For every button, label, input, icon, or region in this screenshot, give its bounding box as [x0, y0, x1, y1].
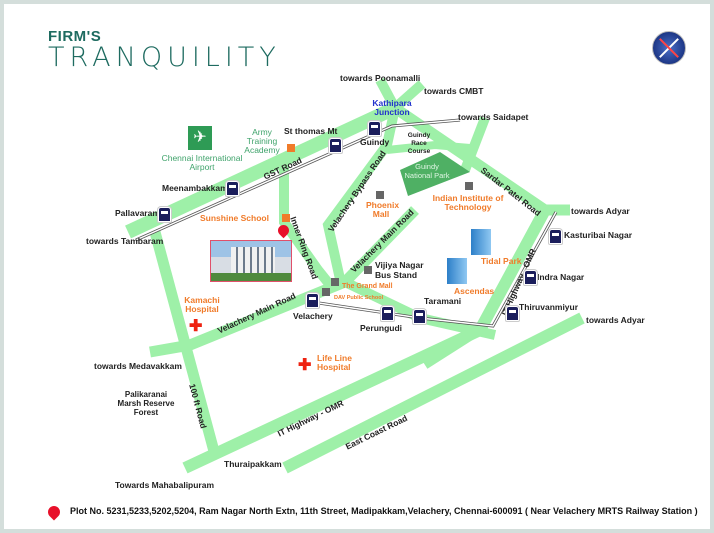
kasturibai-station-icon [549, 229, 562, 244]
guindy-national-park [400, 152, 470, 196]
label-adyar-2: towards Adyar [586, 315, 645, 325]
label-phoenix: Phoenix Mall [366, 200, 400, 219]
kamachi-hospital-icon: ✚ [189, 318, 203, 335]
gst-road [125, 101, 398, 239]
road-network [125, 77, 585, 474]
label-velachery: Velachery [293, 311, 333, 321]
grand-mall-marker [331, 278, 339, 286]
indra-nagar-station-icon [524, 270, 537, 285]
compass-icon [652, 31, 686, 65]
label-thuraipakkam: Thuraipakkam [224, 459, 282, 469]
label-vijaya: Vijiya Nagar Bus Stand [375, 260, 424, 280]
label-pallikaranai: Palikaranai Marsh Reserve Forest [117, 390, 175, 417]
label-meenambakkam: Meenambakkam [162, 183, 228, 193]
label-tidal: Tidal Park [481, 256, 522, 266]
pallavaram-station-icon [158, 207, 171, 222]
rail-line-inner [135, 119, 461, 241]
label-kamachi: Kamachi Hospital [184, 295, 220, 314]
label-cmbt: towards CMBT [424, 86, 484, 96]
sunshine-marker [282, 214, 290, 222]
road-poonamalli [375, 77, 400, 111]
map-canvas: FIRM'S TRANQUILITY ✈ towards Poonamalli … [4, 4, 710, 529]
label-dav: DAV Public School [334, 295, 384, 301]
east-coast-road [282, 312, 585, 474]
label-iit: Indian Institute of Technology [432, 193, 504, 212]
label-sunshine: Sunshine School [200, 213, 269, 223]
army-marker [287, 144, 295, 152]
road-cmbt [391, 80, 426, 112]
label-race-course: Guindy Race Course [407, 132, 431, 155]
label-pallavaram: Pallavaram [115, 208, 160, 218]
footer-address: Plot No. 5231,5233,5202,5204, Ram Nagar … [70, 506, 698, 516]
brand-line1: FIRM'S [48, 28, 102, 45]
label-indra: Indra Nagar [537, 272, 585, 282]
brand-logo: TRANQUILITY [48, 42, 281, 73]
dav-marker [322, 288, 330, 296]
label-st-thomas: St thomas Mt [284, 126, 338, 136]
label-adyar-1: towards Adyar [571, 206, 630, 216]
100ft-road [149, 230, 221, 457]
label-perungudi: Perungudi [360, 323, 403, 333]
label-grand-mall: The Grand Mall [342, 283, 393, 290]
velachery-station-icon [306, 293, 319, 308]
project-building-photo [210, 240, 292, 282]
label-thiruvanmiyur: Thiruvanmiyur [519, 302, 579, 312]
label-airport: Chennai International Airport [161, 153, 243, 172]
phoenix-marker [376, 191, 384, 199]
label-ascendas: Ascendas [454, 286, 495, 296]
label-medavakkam: towards Medavakkam [94, 361, 182, 371]
road-park-top [386, 140, 471, 154]
bus-stand-marker [364, 266, 372, 274]
label-tambaram: towards Tambaram [86, 236, 164, 246]
iit-marker [465, 182, 473, 190]
thiruvanmiyur-station-icon [506, 306, 519, 321]
ascendas-building-icon [447, 258, 467, 284]
st-thomas-station-icon [329, 138, 342, 153]
taramani-station-icon [413, 309, 426, 324]
inner-ring-road [279, 160, 334, 289]
perungudi-station-icon [381, 306, 394, 321]
label-taramani: Taramani [424, 296, 462, 306]
velachery-main-road [149, 206, 419, 358]
label-guindy: Guindy [360, 137, 390, 147]
label-kathipara: Kathipara Junction [372, 98, 412, 117]
meenambakkam-station-icon [226, 181, 239, 196]
label-saidapet: towards Saidapet [458, 112, 529, 122]
label-national-park: Guindy National Park [404, 162, 450, 180]
mrts-line-inner [311, 211, 557, 327]
tidal-park-building-icon [471, 229, 491, 255]
road-saidapet [460, 116, 490, 172]
omr-branch [422, 326, 483, 369]
label-mahabalipuram: Towards Mahabalipuram [115, 480, 215, 490]
airport-icon: ✈ [188, 126, 212, 150]
label-poonamalli: towards Poonamalli [340, 73, 421, 83]
label-kasturibai: Kasturibai Nagar [564, 230, 633, 240]
guindy-station-icon [368, 121, 381, 136]
label-army: Army Training Academy [244, 127, 280, 155]
lifeline-hospital-icon: ✚ [298, 357, 312, 374]
label-lifeline: Life Line Hospital [317, 353, 352, 372]
